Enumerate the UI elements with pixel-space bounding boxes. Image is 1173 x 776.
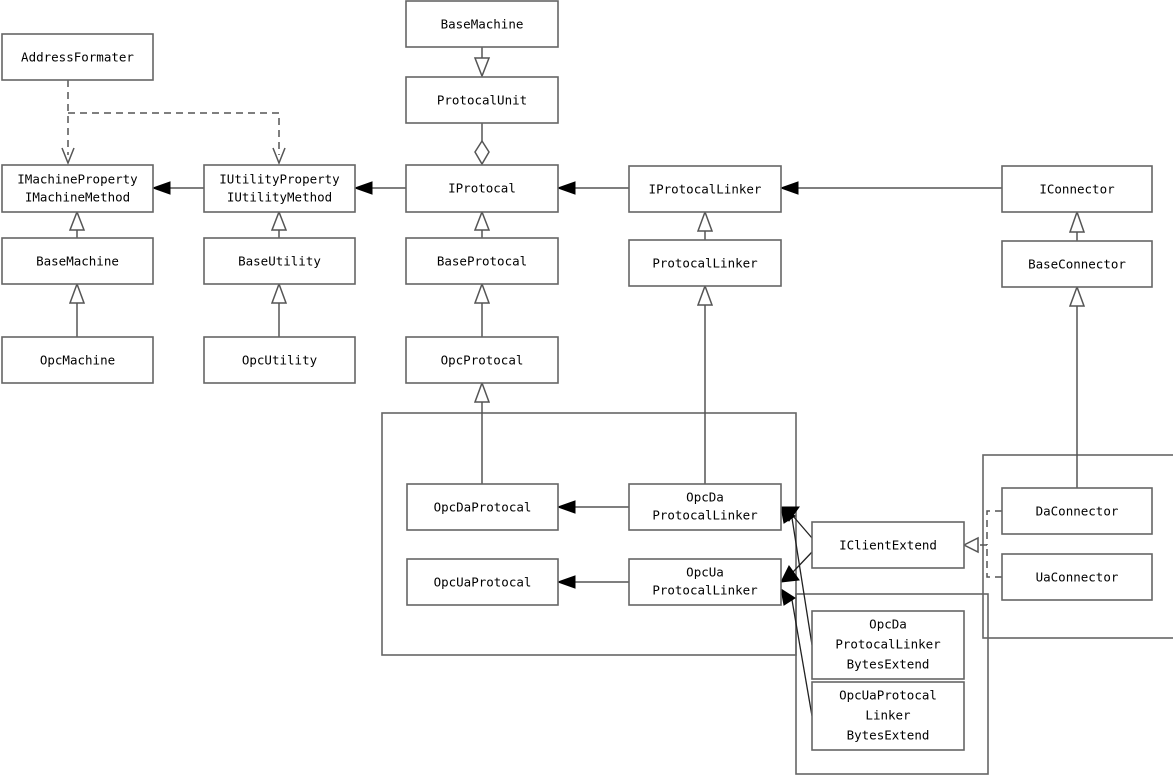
edge-opcuabytesextend-opcuaprotocallinker — [791, 599, 813, 717]
edge-iclientextend-opcuaprotocallinker — [792, 551, 813, 573]
marker-generalization-baseconnector — [1068, 284, 1086, 307]
class-label-iclientextend: IClientExtend — [839, 538, 937, 553]
edge-uaconnector-iclientextend — [986, 545, 1002, 578]
class-box-opcdaprotocal[interactable] — [406, 483, 559, 531]
class-label-basemachine-top: BaseMachine — [441, 17, 524, 32]
marker-generalization-iprotocal — [473, 209, 491, 231]
class-box-imachineproperty[interactable] — [1, 164, 154, 213]
connector-impl-group — [982, 454, 1173, 639]
arrowhead-opcuaprotocallinker-from-iclientextend — [780, 565, 800, 583]
class-label-opcdabytes-3: BytesExtend — [847, 657, 930, 672]
class-label-imachineproperty-2: IMachineMethod — [25, 190, 130, 205]
class-label-opcuaprotocallinker-1: OpcUa — [686, 565, 724, 580]
class-label-opcuaprotocallinker-2: ProtocalLinker — [652, 583, 758, 598]
group-containers — [381, 412, 1173, 775]
class-label-imachineproperty-1: IMachineProperty — [17, 172, 138, 187]
class-label-iconnector: IConnector — [1039, 182, 1115, 197]
marker-composition-protocalunit — [473, 57, 491, 79]
class-boxes-layer: AddressFormater BaseMachine ProtocalUnit… — [1, 0, 1153, 751]
class-label-opcdaprotocallinker-2: ProtocalLinker — [652, 508, 758, 523]
marker-realization-iclientextend — [962, 536, 979, 554]
class-label-basemachine: BaseMachine — [36, 254, 119, 269]
class-label-opcuabytes-2: Linker — [865, 708, 911, 723]
marker-generalization-baseutility — [270, 281, 288, 304]
arrowhead-opcdaprotocallinker-from-bytes — [780, 505, 796, 524]
class-label-baseprotocal: BaseProtocal — [437, 254, 527, 269]
class-box-basemachine[interactable] — [1, 237, 154, 285]
class-box-addressformater[interactable] — [1, 33, 154, 81]
class-box-iutilityproperty[interactable] — [203, 164, 356, 213]
class-box-baseprotocal[interactable] — [405, 237, 559, 285]
arrowhead-imachineproperty — [151, 181, 171, 195]
bytes-extend-group — [795, 593, 989, 775]
class-box-protocallinker[interactable] — [628, 239, 782, 287]
marker-generalization-baseprotocal — [473, 281, 491, 304]
class-box-iconnector[interactable] — [1001, 165, 1153, 213]
class-box-opcdaprotocallinkerbytesextend[interactable] — [811, 610, 965, 680]
class-label-opcdabytes-2: ProtocalLinker — [835, 637, 941, 652]
class-label-opcmachine: OpcMachine — [40, 353, 115, 368]
class-label-iprotocallinker: IProtocalLinker — [649, 182, 762, 197]
class-label-opcutility: OpcUtility — [242, 353, 318, 368]
class-label-protocallinker: ProtocalLinker — [652, 256, 758, 271]
marker-aggregation-iprotocal — [474, 139, 490, 166]
class-label-opcdaprotocallinker-1: OpcDa — [686, 490, 724, 505]
marker-generalization-iconnector — [1068, 209, 1086, 233]
edges-layer — [61, 47, 1086, 717]
class-box-iprotocal[interactable] — [405, 164, 559, 213]
edge-iclientextend-opcdaprotocallinker — [792, 515, 813, 539]
class-label-opcdaprotocal: OpcDaProtocal — [434, 500, 532, 515]
class-label-baseconnector: BaseConnector — [1028, 257, 1126, 272]
edge-daconnector-iclientextend — [986, 510, 1002, 545]
class-box-basemachine-top[interactable] — [405, 0, 559, 48]
class-label-addressformater: AddressFormater — [21, 50, 134, 65]
class-label-protocalunit: ProtocalUnit — [437, 93, 527, 108]
marker-generalization-iutilityproperty — [270, 209, 288, 231]
class-box-protocalunit[interactable] — [405, 76, 559, 124]
protocal-impl-group — [381, 412, 797, 656]
arrowhead-iprotocallinker — [779, 181, 799, 195]
class-label-daconnector: DaConnector — [1036, 504, 1119, 519]
class-box-opcdaprotocallinker[interactable] — [628, 483, 782, 531]
arrowhead-iprotocal — [556, 181, 576, 195]
arrowhead-opcuaprotocallinker-from-bytes — [780, 587, 796, 606]
class-label-opcuabytes-1: OpcUaProtocal — [839, 688, 937, 703]
class-box-iprotocallinker[interactable] — [628, 165, 782, 213]
class-box-uaconnector[interactable] — [1001, 553, 1153, 601]
class-label-iutilityproperty-1: IUtilityProperty — [219, 172, 340, 187]
class-box-daconnector[interactable] — [1001, 487, 1153, 535]
class-box-opcuaprotocallinker[interactable] — [628, 558, 782, 606]
class-label-opcprotocal: OpcProtocal — [441, 353, 524, 368]
arrowhead-iutilityproperty — [353, 181, 373, 195]
arrowhead-opcdaprotocal — [556, 500, 576, 514]
class-label-iutilityproperty-2: IUtilityMethod — [227, 190, 332, 205]
class-label-opcuaprotocal: OpcUaProtocal — [434, 575, 532, 590]
class-label-iprotocal: IProtocal — [448, 181, 516, 196]
edge-opcdabytesextend-opcdaprotocallinker — [791, 517, 813, 646]
class-box-opcutility[interactable] — [203, 336, 356, 384]
class-box-baseutility[interactable] — [203, 237, 356, 285]
class-box-iclientextend[interactable] — [811, 521, 965, 569]
arrowhead-opcuaprotocal — [556, 575, 576, 589]
class-label-baseutility: BaseUtility — [238, 254, 321, 269]
marker-generalization-protocallinker — [696, 283, 714, 306]
class-box-baseconnector[interactable] — [1001, 240, 1153, 288]
marker-generalization-imachineproperty — [68, 209, 86, 231]
marker-generalization-iprotocallinker — [696, 209, 714, 232]
class-label-opcdabytes-1: OpcDa — [869, 617, 907, 632]
class-box-opcuaprotocal[interactable] — [406, 558, 559, 606]
arrowhead-open-iutilityproperty — [272, 147, 286, 166]
class-box-opcuaprotocallinkerbytesextend[interactable] — [811, 681, 965, 751]
arrowhead-open-imachineproperty — [61, 147, 75, 166]
class-box-opcmachine[interactable] — [1, 336, 154, 384]
edge-addressformater-iutilityproperty — [68, 112, 280, 155]
marker-generalization-opcprotocal — [473, 380, 491, 403]
marker-generalization-basemachine — [68, 281, 86, 304]
class-label-opcuabytes-3: BytesExtend — [847, 728, 930, 743]
class-box-opcprotocal[interactable] — [405, 336, 559, 384]
class-label-uaconnector: UaConnector — [1036, 570, 1119, 585]
